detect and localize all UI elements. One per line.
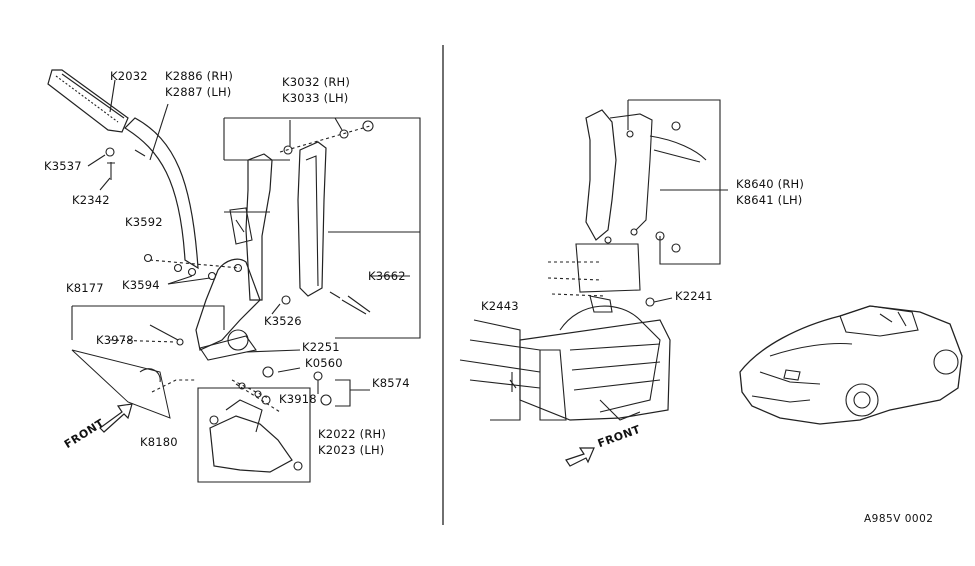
label-k2241: K2241 [675, 289, 713, 303]
right-assembly [459, 99, 963, 467]
label-k3918: K3918 [279, 392, 317, 406]
label-k3032: K3032 (RH) [282, 75, 351, 89]
label-k3537: K3537 [44, 159, 82, 173]
label-k8574: K8574 [372, 376, 410, 390]
label-k2032: K2032 [110, 69, 148, 83]
label-k2887: K2887 (LH) [165, 85, 232, 99]
label-k3526: K3526 [264, 314, 302, 328]
label-k8641: K8641 (LH) [736, 193, 803, 207]
label-k2023: K2023 (LH) [318, 443, 385, 457]
label-k2342: K2342 [72, 193, 110, 207]
label-k2443: K2443 [481, 299, 519, 313]
label-k8640: K8640 (RH) [736, 177, 805, 191]
label-k3594: K3594 [122, 278, 160, 292]
label-k3662: K3662 [368, 269, 406, 283]
left-assembly [47, 69, 421, 483]
label-k8177: K8177 [66, 281, 104, 295]
figure-code: A985V 0002 [864, 513, 934, 525]
label-k8180: K8180 [140, 435, 178, 449]
label-k3978: K3978 [96, 333, 134, 347]
label-k2022: K2022 (RH) [318, 427, 387, 441]
label-k2251: K2251 [302, 340, 340, 354]
label-k0560: K0560 [305, 356, 343, 370]
label-k2886: K2886 (RH) [165, 69, 234, 83]
label-k3592: K3592 [125, 215, 163, 229]
label-k3033: K3033 (LH) [282, 91, 349, 105]
